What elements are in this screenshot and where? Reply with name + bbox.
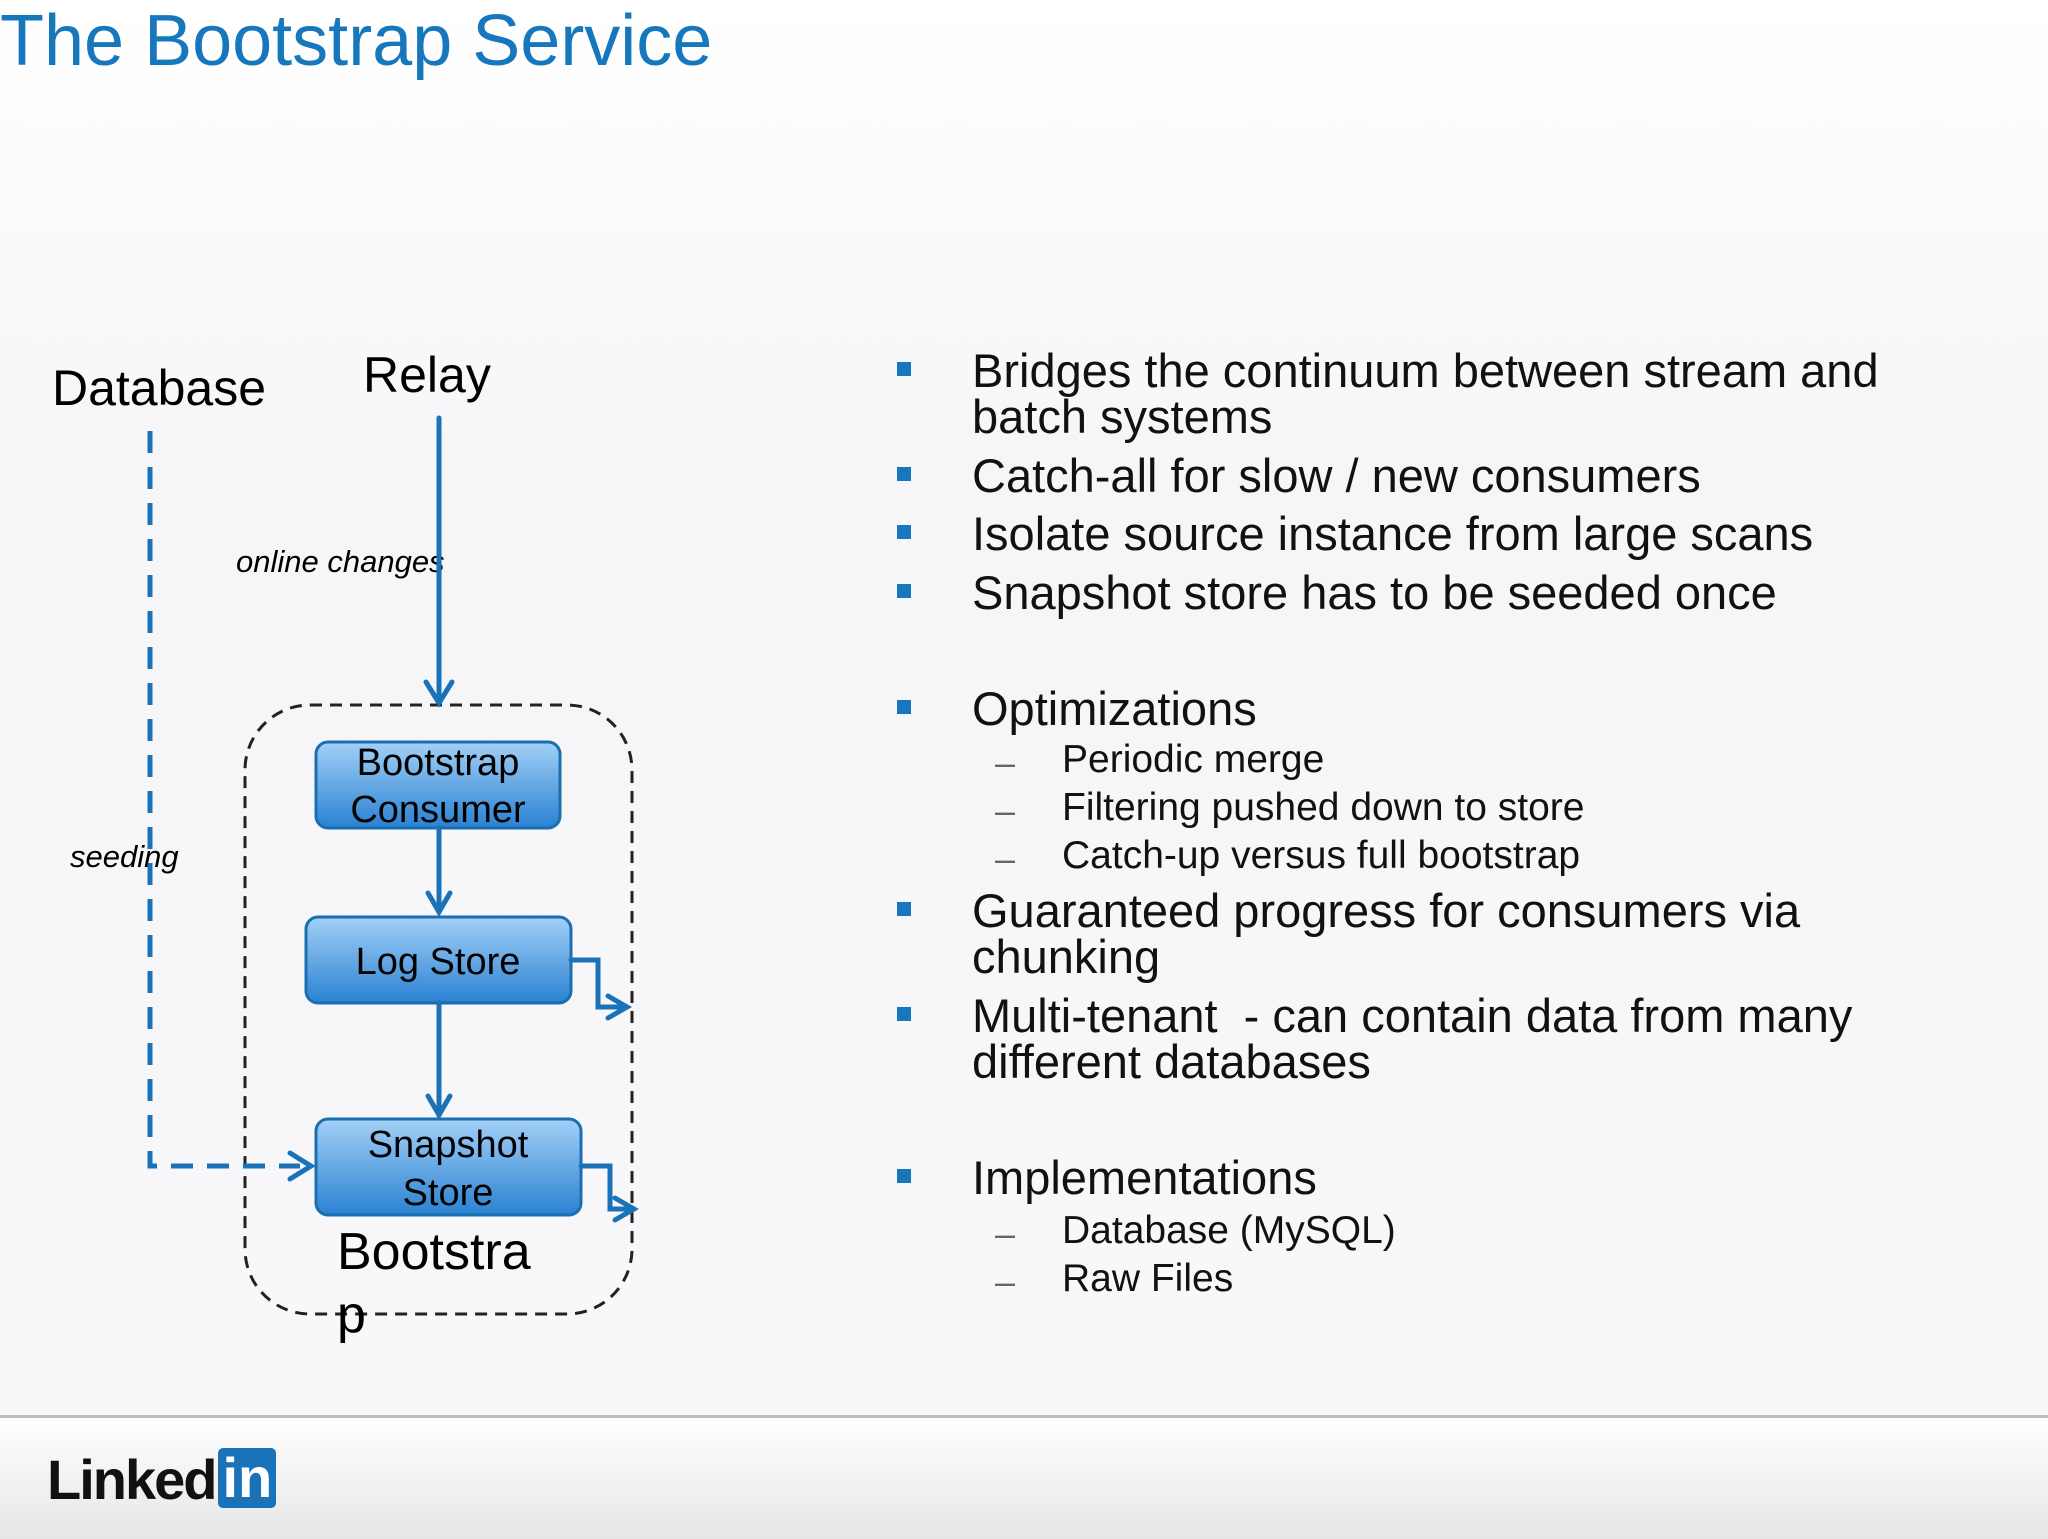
bullet-marker	[897, 1169, 911, 1183]
bullet-item: Implementations	[972, 1151, 1317, 1204]
bootstrap-consumer-line2: Consumer	[350, 789, 526, 831]
log-to-snapshot-arrow	[425, 1000, 453, 1120]
bullet-marker	[897, 584, 911, 598]
bullet-item: Multi-tenant - can contain data from man…	[972, 989, 1853, 1088]
bootstrap-label-line1: Bootstra	[337, 1223, 531, 1281]
snapshot-store-box: Snapshot Store	[314, 1117, 583, 1217]
sub-item: Periodic merge	[1062, 738, 1325, 781]
logo-badge: in	[218, 1448, 277, 1508]
bootstrap-consumer-line1: Bootstrap	[357, 742, 520, 784]
sub-item: Catch-up versus full bootstrap	[1062, 834, 1581, 877]
slide-title: The Bootstrap Service	[0, 1, 713, 81]
bootstrap-label-line2: p	[337, 1286, 366, 1344]
snapshot-store-line2: Store	[403, 1172, 494, 1214]
sub-dash: –	[995, 790, 1016, 831]
consumer-to-log-arrow	[425, 825, 453, 917]
seeding-arrow	[147, 431, 316, 1182]
sub-dash: –	[995, 838, 1016, 879]
bullet-marker	[897, 525, 911, 539]
bullet-item: Catch-all for slow / new consumers	[972, 449, 1701, 502]
sub-item: Database (MySQL)	[1062, 1209, 1396, 1252]
snapshot-store-output-arrow	[578, 1163, 639, 1223]
bullet-item: Isolate source instance from large scans	[972, 507, 1814, 560]
bootstrap-consumer-box: Bootstrap Consumer	[314, 740, 562, 831]
bullet-item: Snapshot store has to be seeded once	[972, 566, 1777, 619]
bullet-marker	[897, 1007, 911, 1021]
sub-dash: –	[995, 1213, 1016, 1254]
database-label: Database	[52, 360, 266, 416]
bullet-item: Bridges the continuum between stream and…	[972, 344, 1879, 443]
snapshot-store-line1: Snapshot	[368, 1124, 529, 1166]
log-store-output-arrow	[568, 957, 632, 1021]
seeding-label: seeding	[70, 839, 179, 874]
bullet-marker	[897, 362, 911, 376]
bullet-item: Optimizations	[972, 682, 1257, 735]
sub-dash: –	[995, 1261, 1016, 1302]
online-changes-label: online changes	[236, 544, 445, 579]
sub-dash: –	[995, 742, 1016, 783]
relay-label: Relay	[363, 347, 491, 403]
relay-arrow	[423, 415, 455, 708]
log-store-box: Log Store	[304, 915, 573, 1005]
logo-wordmark: Linked	[47, 1448, 217, 1511]
log-store-label: Log Store	[356, 941, 521, 983]
bullet-marker	[897, 467, 911, 481]
sub-item: Filtering pushed down to store	[1062, 786, 1585, 829]
sub-item: Raw Files	[1062, 1257, 1234, 1300]
bullet-marker	[897, 700, 911, 714]
bullet-marker	[897, 902, 911, 916]
